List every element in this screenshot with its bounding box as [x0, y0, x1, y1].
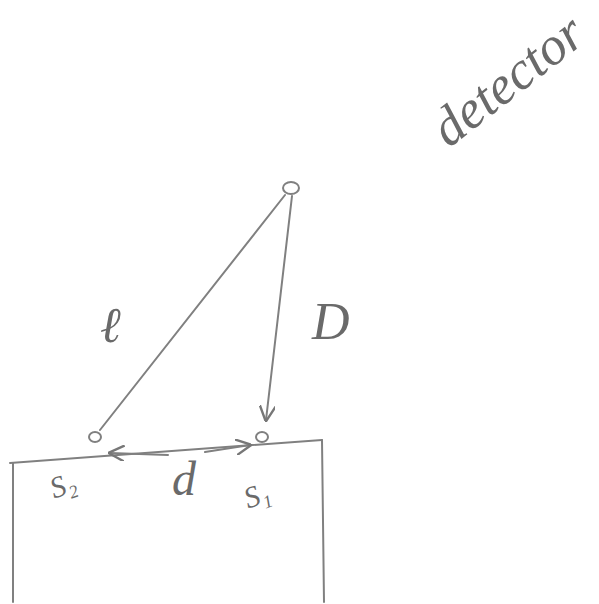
detector-dot: [283, 182, 299, 194]
box-side: [12, 463, 14, 602]
box-side: [322, 440, 324, 602]
source-label: S₁: [240, 477, 274, 514]
distance-label: D: [312, 296, 350, 348]
source-label: S₂: [46, 467, 80, 504]
length-label: ℓ: [100, 300, 121, 350]
dimension-arrow: [205, 445, 250, 452]
separation-label: d: [172, 455, 196, 503]
source-dot: [89, 432, 101, 442]
dimension-arrow: [110, 453, 168, 455]
path-l: [100, 195, 285, 430]
source-dot: [256, 432, 268, 442]
path-d: [266, 196, 292, 420]
detector-label: detector: [421, 4, 594, 155]
surface-line: [10, 440, 322, 463]
